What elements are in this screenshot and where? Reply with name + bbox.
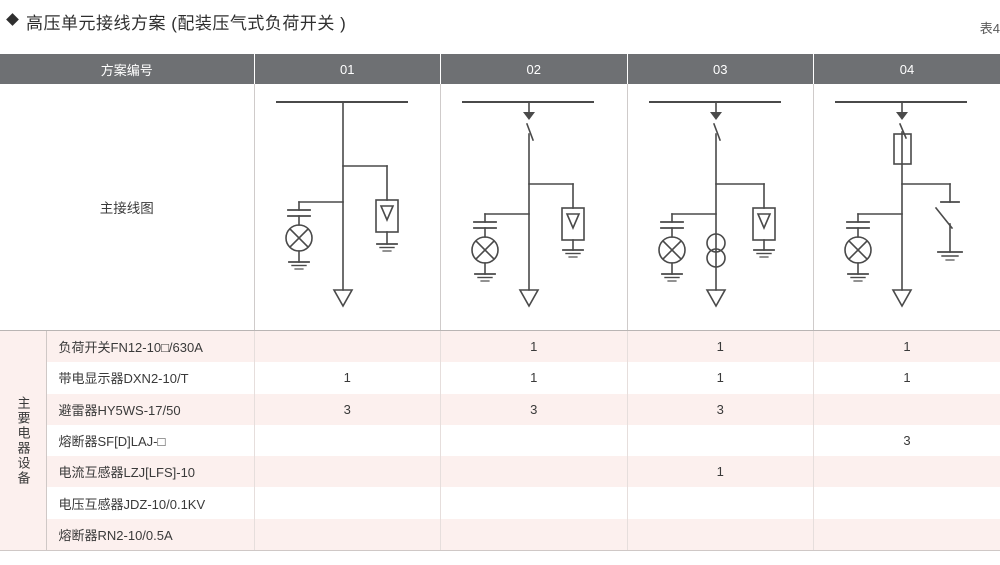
header-scheme-02: 02 <box>440 54 628 84</box>
equipment-qty-02: 1 <box>440 362 628 394</box>
equipment-qty-04 <box>813 487 1000 519</box>
equipment-qty-01 <box>254 518 442 552</box>
equipment-qty-02 <box>440 518 628 552</box>
page-title: 高压单元接线方案 (配装压气式负荷开关 ) <box>26 14 347 33</box>
equipment-qty-01 <box>254 424 442 457</box>
group-label-main-equipment: 主要电器设备 <box>0 330 47 552</box>
equipment-name: 熔断器SF[D]LAJ-□ <box>46 424 255 457</box>
circuit-diagram-04 <box>835 101 968 308</box>
header-scheme-03: 03 <box>627 54 815 84</box>
table-header-row: 方案编号 01 02 03 04 <box>0 54 1000 84</box>
diagram-row-title: 主接线图 <box>0 84 255 331</box>
equipment-qty-03 <box>627 518 815 552</box>
equipment-qty-03: 1 <box>627 456 815 488</box>
table-row: 熔断器SF[D]LAJ-□ 3 <box>0 424 1000 457</box>
equipment-name: 电流互感器LZJ[LFS]-10 <box>46 456 255 488</box>
equipment-qty-04: 1 <box>813 330 1000 363</box>
equipment-qty-01: 3 <box>254 393 442 425</box>
equipment-qty-04 <box>813 518 1000 552</box>
group-label-text: 主要电器设备 <box>15 395 31 486</box>
equipment-qty-02: 3 <box>440 393 628 425</box>
header-scheme-04: 04 <box>813 54 1000 84</box>
equipment-qty-01 <box>254 330 442 363</box>
equipment-qty-01 <box>254 456 442 488</box>
circuit-diagram-03 <box>648 101 781 308</box>
table-row: 熔断器RN2-10/0.5A <box>0 518 1000 552</box>
equipment-name: 避雷器HY5WS-17/50 <box>46 393 255 425</box>
diagram-cell-02 <box>440 84 628 331</box>
header-scheme-number: 方案编号 <box>0 54 255 84</box>
equipment-name: 负荷开关FN12-10□/630A <box>46 330 255 363</box>
equipment-qty-03: 3 <box>627 393 815 425</box>
equipment-qty-01 <box>254 487 442 519</box>
table-row: 主要电器设备 负荷开关FN12-10□/630A 1 1 1 <box>0 330 1000 552</box>
equipment-qty-02 <box>440 456 628 488</box>
equipment-qty-04: 1 <box>813 362 1000 394</box>
diagram-cell-03 <box>627 84 815 331</box>
diamond-bullet-icon <box>6 13 19 26</box>
diagram-cell-01 <box>254 84 442 331</box>
equipment-qty-04: 3 <box>813 424 1000 457</box>
header-scheme-01: 01 <box>254 54 442 84</box>
page-title-bar: 高压单元接线方案 (配装压气式负荷开关 ) 表4 <box>0 0 1000 54</box>
equipment-qty-03 <box>627 487 815 519</box>
table-row: 带电显示器DXN2-10/T 1 1 1 1 <box>0 362 1000 394</box>
equipment-qty-04 <box>813 393 1000 425</box>
equipment-name: 带电显示器DXN2-10/T <box>46 362 255 394</box>
equipment-name: 电压互感器JDZ-10/0.1KV <box>46 487 255 519</box>
equipment-qty-02 <box>440 424 628 457</box>
equipment-name: 熔断器RN2-10/0.5A <box>46 518 255 552</box>
table-row: 避雷器HY5WS-17/50 3 3 3 <box>0 393 1000 425</box>
equipment-qty-03: 1 <box>627 362 815 394</box>
equipment-qty-01: 1 <box>254 362 442 394</box>
diagram-row: 主接线图 <box>0 84 1000 331</box>
diagram-cell-04 <box>813 84 1000 331</box>
circuit-diagram-02 <box>462 101 595 308</box>
equipment-qty-03 <box>627 424 815 457</box>
table-row: 电压互感器JDZ-10/0.1KV <box>0 487 1000 519</box>
equipment-qty-02 <box>440 487 628 519</box>
equipment-qty-03: 1 <box>627 330 815 363</box>
scheme-table: 方案编号 01 02 03 04 主接线图 <box>0 54 1000 552</box>
equipment-qty-02: 1 <box>440 330 628 363</box>
equipment-qty-04 <box>813 456 1000 488</box>
table-number-label: 表4 <box>979 21 1000 36</box>
table-row: 电流互感器LZJ[LFS]-10 1 <box>0 456 1000 488</box>
circuit-diagram-01 <box>275 101 408 308</box>
